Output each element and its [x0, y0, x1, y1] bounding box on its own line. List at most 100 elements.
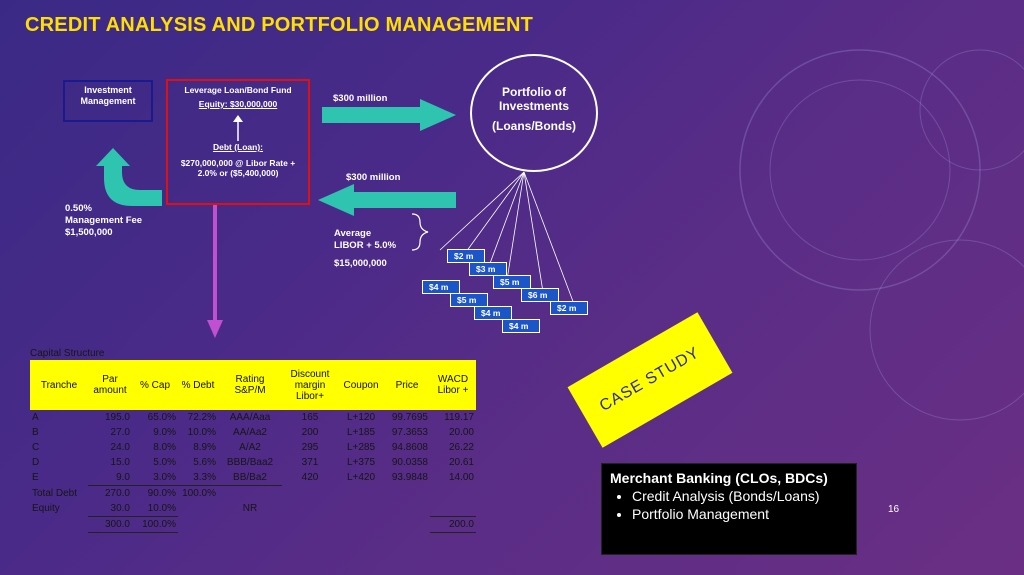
table-row: C 24.0 8.0% 8.9% A/A2 295 L+285 94.8608 … — [30, 440, 476, 455]
loan-box: $4 m — [422, 280, 460, 294]
loan-box: $2 m — [550, 301, 588, 315]
table-cell: L+185 — [346, 427, 376, 438]
arrow-left-icon — [318, 184, 456, 216]
curved-arrow-icon — [96, 148, 162, 206]
investment-management-line2: Management — [80, 96, 136, 106]
table-cell: 165 — [301, 412, 319, 423]
table-cell: Total Debt — [32, 487, 78, 499]
loan-box: $5 m — [450, 293, 488, 307]
table-cell: 72.2% — [187, 412, 216, 423]
page-number: 16 — [888, 504, 900, 515]
table-cell: E — [32, 472, 39, 484]
table-cell: 8.0% — [153, 442, 176, 453]
col-header: Tranche — [30, 360, 88, 410]
portfolio-line3: (Loans/Bonds) — [492, 119, 576, 133]
table-cell: 90.0358 — [391, 457, 428, 468]
col-header: Price — [384, 360, 430, 410]
table-cell: C — [32, 442, 40, 453]
table-cell: 200.0 — [430, 516, 476, 533]
table-cell: 295 — [301, 442, 319, 453]
fund-box: Leverage Loan/Bond Fund Equity: $30,000,… — [166, 79, 310, 205]
portfolio-line1: Portfolio of — [502, 85, 566, 99]
table-cell: A — [32, 412, 39, 423]
table-row: D 15.0 5.0% 5.6% BBB/Baa2 371 L+375 90.0… — [30, 455, 476, 470]
table-cell: 5.6% — [193, 457, 216, 468]
table-cell: 15.0 — [110, 457, 130, 468]
table-cell: 94.8608 — [391, 442, 428, 453]
table-cell: 100.0% — [132, 516, 178, 533]
table-cell: 200 — [301, 427, 319, 438]
list-item: Credit Analysis (Bonds/Loans) — [632, 488, 848, 504]
up-arrow-icon — [233, 115, 243, 141]
arrow-right-icon — [322, 99, 456, 131]
col-header: Rating S&P/M — [218, 360, 282, 410]
table-cell: 3.0% — [132, 470, 178, 486]
table-row: E 9.0 3.0% 3.3% BB/Ba2 420 L+420 93.9848… — [30, 470, 476, 486]
merchant-banking-heading: Merchant Banking (CLOs, BDCs) — [610, 470, 828, 486]
table-cell: 10.0% — [132, 501, 178, 517]
table-cell: 8.9% — [193, 442, 216, 453]
table-cell: 93.9848 — [391, 472, 428, 484]
brace-icon — [411, 213, 429, 251]
capital-structure-caption: Capital Structure — [30, 348, 105, 359]
table-cell: Equity — [32, 503, 60, 515]
table-row-total-debt: Total Debt 270.0 90.0% 100.0% — [30, 486, 476, 502]
capital-structure-table: Tranche Par amount % Cap % Debt Rating S… — [30, 360, 476, 533]
flow-bottom-label: $300 million — [346, 172, 401, 183]
table-cell: BBB/Baa2 — [226, 457, 274, 468]
table-row: B 27.0 9.0% 10.0% AA/Aa2 200 L+185 97.36… — [30, 425, 476, 440]
table-cell: 5.0% — [153, 457, 176, 468]
table-cell: 100.0% — [182, 488, 216, 499]
table-cell: 26.22 — [448, 442, 474, 453]
table-cell: 420 — [301, 472, 319, 484]
loan-box: $4 m — [474, 306, 512, 320]
merchant-banking-box: Merchant Banking (CLOs, BDCs) Credit Ana… — [601, 463, 857, 555]
table-cell: NR — [242, 503, 258, 515]
table-cell: 14.00 — [448, 472, 474, 484]
table-cell: 27.0 — [110, 427, 130, 438]
libor-note: Average LIBOR + 5.0% $15,000,000 — [334, 228, 396, 270]
table-cell: AA/Aa2 — [233, 427, 267, 438]
arrow-down-icon — [207, 320, 223, 338]
libor-line3: $15,000,000 — [334, 258, 387, 269]
fund-debt-line2: 2.0% or ($5,400,000) — [197, 168, 279, 178]
table-cell: BB/Ba2 — [218, 470, 282, 486]
table-cell: 9.0 — [88, 470, 132, 486]
col-header: % Debt — [178, 360, 218, 410]
table-cell: 195.0 — [104, 412, 130, 423]
col-header: Par amount — [88, 360, 132, 410]
investment-management-line1: Investment — [84, 85, 132, 95]
table-cell: D — [32, 457, 40, 468]
table-cell: 10.0% — [187, 427, 216, 438]
fund-title: Leverage Loan/Bond Fund — [184, 85, 292, 95]
col-header: Discount margin Libor+ — [282, 360, 338, 410]
loan-box: $4 m — [502, 319, 540, 333]
table-cell: 30.0 — [88, 501, 132, 517]
page-title: CREDIT ANALYSIS AND PORTFOLIO MANAGEMENT — [25, 14, 534, 36]
fee-line2: Management Fee — [65, 215, 143, 226]
table-row-total: 300.0 100.0% 200.0 — [30, 516, 476, 533]
table-row-equity: Equity 30.0 10.0% NR — [30, 501, 476, 517]
table-row: A 195.0 65.0% 72.2% AAA/Aaa 165 L+120 99… — [30, 410, 476, 425]
col-header: WACD Libor + — [430, 360, 476, 410]
table-cell: L+285 — [346, 442, 376, 453]
libor-line1: Average — [334, 228, 372, 239]
flow-top-label: $300 million — [333, 93, 388, 104]
table-cell: 24.0 — [110, 442, 130, 453]
table-cell: 9.0% — [153, 427, 176, 438]
loan-box: $2 m — [447, 249, 485, 263]
portfolio-circle: Portfolio of Investments (Loans/Bonds) — [470, 54, 598, 172]
table-cell: 20.00 — [448, 427, 474, 438]
table-cell: L+420 — [346, 472, 376, 484]
portfolio-line2: Investments — [498, 99, 570, 113]
merchant-banking-list: Credit Analysis (Bonds/Loans) Portfolio … — [610, 488, 848, 522]
table-cell: 3.3% — [178, 470, 218, 486]
table-cell: 119.17 — [444, 412, 474, 423]
col-header: Coupon — [338, 360, 384, 410]
fee-line1: 0.50% — [65, 203, 92, 214]
loan-box: $3 m — [469, 262, 507, 276]
table-cell: 270.0 — [104, 488, 130, 499]
table-cell: L+120 — [346, 412, 376, 423]
